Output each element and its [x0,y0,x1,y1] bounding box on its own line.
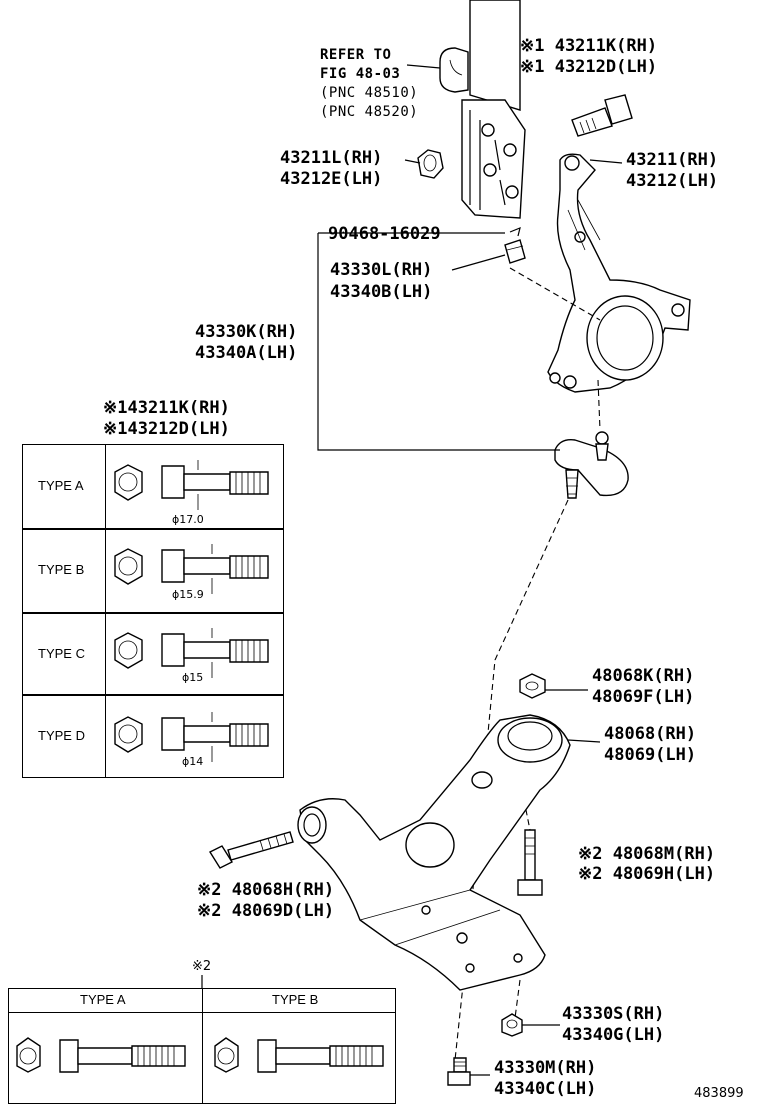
label-table1-rh: ※143211K(RH) [103,398,230,418]
label-90468: 90468-16029 [328,224,441,244]
table-row-divider [22,528,284,530]
bolt-type-table [22,444,284,778]
ball-joint [554,431,629,499]
bolt-48068M [517,829,543,896]
bolt-48068H [208,831,294,869]
bolt-dim-c: ϕ15 [182,671,204,684]
bolt-table-type-d: TYPE D [38,728,85,743]
label-48069H: ※2 48069H(LH) [578,864,716,884]
table2-type-a: TYPE A [80,992,126,1007]
nut-48068K [519,673,546,699]
label-43340G: 43340G(LH) [562,1025,665,1045]
label-43211L: 43211L(RH) [280,148,383,168]
label-48069: 48069(LH) [604,745,697,765]
label-48068M: ※2 48068M(RH) [578,844,716,864]
bolt-table-type-c: TYPE C [38,646,85,661]
table-row-divider [22,694,284,696]
label-43340A: 43340A(LH) [195,343,298,363]
label-table1-lh: ※143212D(LH) [103,419,230,439]
label-43212E: 43212E(LH) [280,169,383,189]
label-43330K: 43330K(RH) [195,322,298,342]
bottom-table-drawings [16,1037,384,1073]
table2-mark: ※2 [192,959,212,974]
nut-43330S [501,1013,523,1037]
refer-line-4: (PNC 48520) [320,104,419,120]
label-43340B: 43340B(LH) [330,282,433,302]
table2-type-b: TYPE B [272,992,319,1007]
label-43211K: ※1 43211K(RH) [520,36,658,56]
bolt-dim-b: ϕ15.9 [172,588,204,601]
label-43330M: 43330M(RH) [494,1058,597,1078]
table-row-divider [22,612,284,614]
label-48069D: ※2 48069D(LH) [197,901,335,921]
label-48068H: ※2 48068H(RH) [197,880,335,900]
steering-knuckle [547,153,691,393]
upper-bolt-43211K [571,94,633,137]
bolt-table-type-b: TYPE B [38,562,85,577]
strut-assembly [439,0,526,219]
bolt-43330M [447,1057,471,1086]
label-48069F: 48069F(LH) [592,687,695,707]
label-43212: 43212(LH) [626,171,719,191]
label-43330L: 43330L(RH) [330,260,433,280]
table-col-divider [105,444,106,778]
nut-43211L [417,149,444,179]
label-48068: 48068(RH) [604,724,697,744]
bolt-dim-a: ϕ17.0 [172,513,204,526]
castle-nut-43330L [504,227,526,264]
label-43330S: 43330S(RH) [562,1004,665,1024]
label-43340C: 43340C(LH) [494,1079,597,1099]
refer-line-1: REFER TO [320,47,392,63]
label-43212D: ※1 43212D(LH) [520,57,658,77]
bolt-table-drawings [114,460,269,762]
bolt-dim-d: ϕ14 [182,755,204,768]
bolt-table-type-a: TYPE A [38,478,84,493]
label-48068K: 48068K(RH) [592,666,695,686]
lower-control-arm [297,714,571,991]
refer-line-2: FIG 48-03 [320,66,401,82]
figure-id: 483899 [694,1086,744,1101]
table2-col-divider [202,988,203,1104]
refer-line-3: (PNC 48510) [320,85,419,101]
label-43211: 43211(RH) [626,150,719,170]
